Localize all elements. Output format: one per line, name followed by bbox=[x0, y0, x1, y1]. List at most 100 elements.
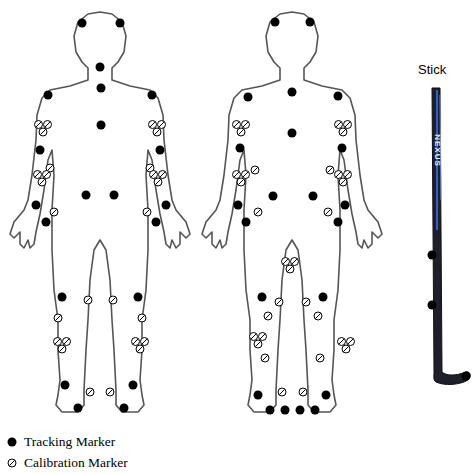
calibration-ring bbox=[54, 314, 62, 322]
calibration-slash bbox=[139, 315, 144, 320]
calibration-marker bbox=[44, 121, 52, 129]
tracking-marker bbox=[156, 146, 165, 155]
legend-text: Tracking Marker bbox=[24, 433, 115, 451]
calibration-marker bbox=[259, 333, 267, 341]
calibration-ring bbox=[50, 208, 58, 216]
calibration-ring bbox=[264, 312, 272, 320]
tracking-marker bbox=[82, 191, 91, 200]
calibration-ring bbox=[106, 388, 114, 396]
calibration-marker bbox=[339, 128, 347, 136]
calibration-ring bbox=[86, 388, 94, 396]
tracking-marker bbox=[319, 293, 328, 302]
marker-set bbox=[32, 18, 471, 415]
calibration-slash bbox=[87, 389, 92, 394]
calibration-slash bbox=[36, 122, 41, 127]
calibration-ring bbox=[254, 208, 262, 216]
calibration-marker bbox=[138, 314, 146, 322]
tracking-marker bbox=[234, 201, 243, 210]
tracking-marker bbox=[428, 301, 437, 310]
calibration-ring bbox=[314, 312, 322, 320]
tracking-marker bbox=[120, 404, 129, 413]
tracking-marker bbox=[258, 293, 267, 302]
calibration-slash bbox=[144, 209, 149, 214]
tracking-marker bbox=[74, 404, 83, 413]
calibration-marker bbox=[58, 345, 66, 353]
tracking-marker bbox=[338, 144, 347, 153]
calibration-ring bbox=[8, 459, 16, 467]
calibration-marker bbox=[54, 338, 62, 346]
body-outlines bbox=[10, 12, 382, 412]
legend-symbols bbox=[8, 438, 17, 468]
calibration-ring bbox=[35, 121, 43, 129]
calibration-ring bbox=[259, 333, 267, 341]
calibration-marker bbox=[149, 121, 157, 129]
calibration-slash bbox=[59, 346, 64, 351]
calibration-slash bbox=[300, 389, 305, 394]
calibration-slash bbox=[336, 172, 341, 177]
calibration-marker bbox=[54, 314, 62, 322]
calibration-slash bbox=[317, 355, 322, 360]
calibration-marker bbox=[150, 171, 158, 179]
calibration-slash bbox=[160, 172, 165, 177]
calibration-slash bbox=[110, 297, 115, 302]
calibration-marker bbox=[326, 166, 334, 174]
calibration-marker bbox=[344, 171, 352, 179]
calibration-slash bbox=[243, 172, 248, 177]
calibration-ring bbox=[153, 128, 161, 136]
calibration-slash bbox=[348, 339, 353, 344]
calibration-marker bbox=[39, 128, 47, 136]
calibration-marker bbox=[314, 312, 322, 320]
calibration-marker bbox=[335, 121, 343, 129]
calibration-ring bbox=[109, 296, 117, 304]
calibration-ring bbox=[143, 208, 151, 216]
calibration-ring bbox=[39, 128, 47, 136]
calibration-slash bbox=[252, 167, 257, 172]
calibration-slash bbox=[238, 129, 243, 134]
calibration-marker bbox=[254, 340, 262, 348]
calibration-slash bbox=[339, 339, 344, 344]
calibration-ring bbox=[316, 354, 324, 362]
calibration-marker bbox=[335, 171, 343, 179]
calibration-marker bbox=[86, 388, 94, 396]
calibration-marker bbox=[106, 388, 114, 396]
tracking-marker bbox=[242, 218, 251, 227]
calibration-ring bbox=[132, 338, 140, 346]
calibration-ring bbox=[242, 121, 250, 129]
calibration-ring bbox=[138, 314, 146, 322]
calibration-ring bbox=[335, 121, 343, 129]
calibration-slash bbox=[40, 129, 45, 134]
calibration-marker bbox=[242, 171, 250, 179]
calibration-ring bbox=[338, 338, 346, 346]
calibration-slash bbox=[150, 122, 155, 127]
calibration-ring bbox=[159, 171, 167, 179]
calibration-ring bbox=[84, 296, 92, 304]
calibration-marker bbox=[132, 338, 140, 346]
calibration-slash bbox=[51, 209, 56, 214]
tracking-marker bbox=[281, 406, 290, 415]
calibration-marker bbox=[237, 128, 245, 136]
calibration-slash bbox=[260, 334, 265, 339]
tracking-marker bbox=[288, 129, 297, 138]
body-outline bbox=[10, 12, 190, 412]
tracking-marker bbox=[148, 91, 157, 100]
tracking-marker bbox=[134, 293, 143, 302]
tracking-marker bbox=[42, 218, 51, 227]
tracking-marker bbox=[254, 391, 263, 400]
calibration-ring bbox=[54, 338, 62, 346]
calibration-slash bbox=[155, 179, 160, 184]
calibration-slash bbox=[345, 122, 350, 127]
tracking-marker bbox=[244, 93, 253, 102]
calibration-ring bbox=[58, 345, 66, 353]
tracking-marker bbox=[334, 218, 343, 227]
calibration-marker bbox=[282, 258, 290, 266]
calibration-marker bbox=[291, 258, 299, 266]
calibration-marker bbox=[143, 208, 151, 216]
calibration-slash bbox=[276, 299, 281, 304]
calibration-slash bbox=[39, 179, 44, 184]
calibration-marker bbox=[84, 296, 92, 304]
calibration-ring bbox=[237, 128, 245, 136]
body-outline bbox=[202, 12, 382, 412]
calibration-marker bbox=[153, 128, 161, 136]
calibration-slash bbox=[238, 179, 243, 184]
